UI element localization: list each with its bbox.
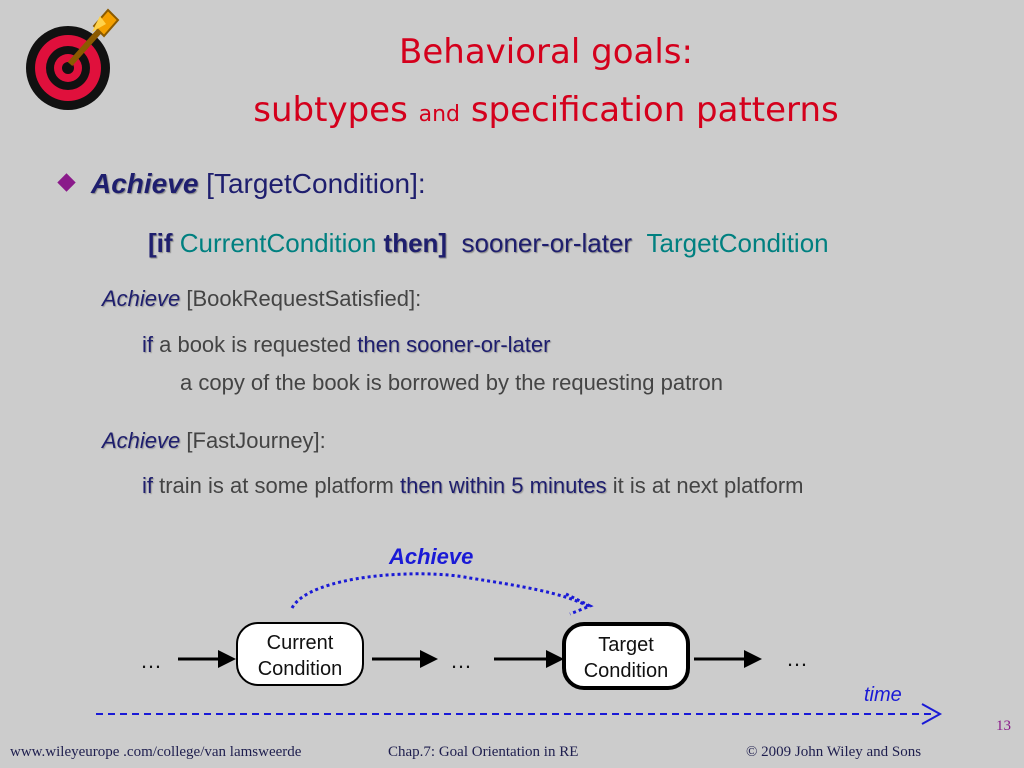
example2-line1: if train is at some platform then within… <box>142 473 804 499</box>
page-number: 13 <box>996 718 1011 734</box>
example1-title: Achieve [BookRequestSatisfied]: <box>102 286 421 312</box>
current-node-line1: Current <box>266 632 334 654</box>
ellipsis-middle: … <box>450 648 472 673</box>
example1-line1: if a book is requested then sooner-or-la… <box>142 332 550 358</box>
bullet-keyword: Achieve <box>91 168 199 199</box>
arrowhead-4 <box>744 650 762 668</box>
achieve-curve-arrow <box>290 572 589 609</box>
subtitle-part-subtypes: subtypes <box>253 90 408 130</box>
page-title: Behavioral goals: <box>399 32 693 72</box>
pattern-line: [if CurrentCondition then] sooner-or-lat… <box>148 228 829 259</box>
diagram-arrows <box>96 572 943 725</box>
example1-keyword: Achieve <box>102 286 181 311</box>
ellipsis-left: … <box>140 648 162 673</box>
target-logo-icon <box>26 8 120 110</box>
example1-line2: a copy of the book is borrowed by the re… <box>180 370 724 395</box>
arrowhead-3 <box>546 650 564 668</box>
pattern-sooner: sooner-or-later <box>461 228 633 258</box>
example1-if: if <box>142 332 153 357</box>
pattern-then: then] <box>383 228 448 258</box>
pattern-target: TargetCondition <box>646 228 829 258</box>
achieve-curve-arrowhead <box>565 592 594 616</box>
arrowhead-2 <box>420 650 438 668</box>
pattern-current: CurrentCondition <box>172 228 384 258</box>
page-subtitle: subtypes and specification patterns <box>226 90 866 130</box>
pattern-if: [if <box>148 228 173 258</box>
subtitle-part-patterns: specification patterns <box>470 90 839 130</box>
target-node-line1: Target <box>598 634 654 656</box>
footer-chapter: Chap.7: Goal Orientation in RE <box>388 744 579 760</box>
arrowhead-1 <box>218 650 236 668</box>
example2-title: Achieve [FastJourney]: <box>102 428 326 454</box>
current-condition-node: Current Condition <box>236 622 364 686</box>
time-axis-arrowhead <box>921 703 943 725</box>
subtitle-part-and: and <box>418 102 461 127</box>
target-node-line2: Condition <box>583 660 669 682</box>
example1-then: then sooner-or-later <box>357 332 551 357</box>
footer-copyright: © 2009 John Wiley and Sons <box>746 744 922 760</box>
example1-cond: a book is requested <box>153 332 358 357</box>
example2-then: then within 5 minutes <box>399 473 607 498</box>
ellipsis-right: … <box>786 646 808 671</box>
example2-rest: it is at next platform <box>606 473 804 498</box>
diamond-bullet-icon <box>57 173 76 192</box>
bullet-text: [TargetCondition]: <box>198 168 426 199</box>
current-node-line2: Condition <box>257 658 343 680</box>
time-label: time <box>864 684 902 706</box>
example2-name: [FastJourney]: <box>180 428 326 453</box>
example1-name: [BookRequestSatisfied]: <box>180 286 422 311</box>
example2-keyword: Achieve <box>102 428 181 453</box>
footer-url: www.wileyeurope .com/college/van lamswee… <box>10 744 302 760</box>
example2-if: if <box>142 473 153 498</box>
example2-cond: train is at some platform <box>153 473 400 498</box>
target-condition-node: Target Condition <box>562 622 690 690</box>
diagram-achieve-label: Achieve <box>389 544 474 569</box>
bullet-achieve: Achieve [TargetCondition]: <box>57 168 426 200</box>
